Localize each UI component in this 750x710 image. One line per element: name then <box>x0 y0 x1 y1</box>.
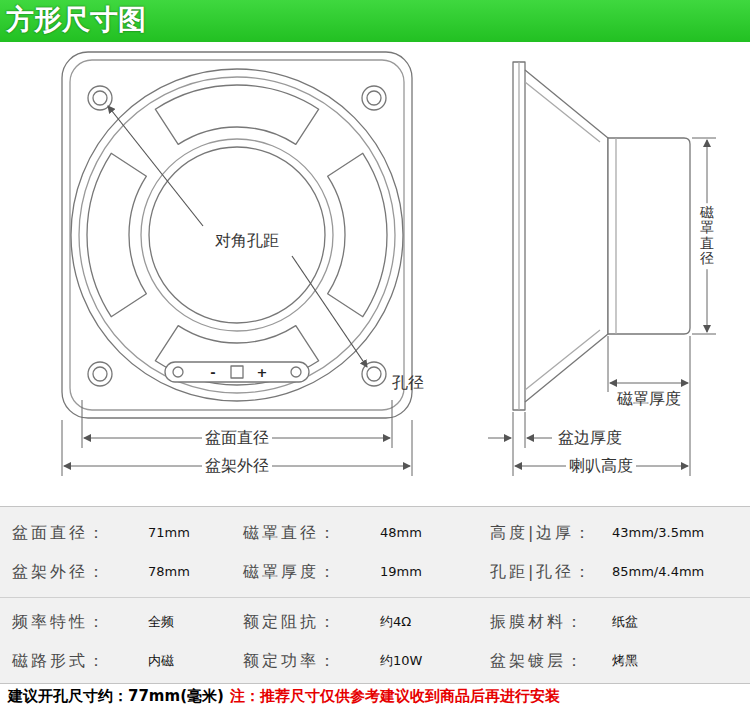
spec-name: 孔距|孔径： <box>490 562 593 581</box>
front-dimension-lines-part <box>412 420 413 476</box>
dimension-label: 孔径 <box>392 373 424 392</box>
side-dimension-lines-part <box>525 412 526 448</box>
side-view <box>513 62 690 410</box>
front-view-part <box>328 153 387 316</box>
dimension-label: 磁罩厚度 <box>617 389 681 408</box>
side-dimension-lines-part <box>692 334 716 335</box>
front-view-part <box>155 85 318 144</box>
front-view-part <box>149 147 325 323</box>
dimension-label: 盆边厚度 <box>558 428 622 447</box>
front-dimension-lines-part <box>392 400 393 448</box>
spec-value: 纸盆 <box>612 614 638 630</box>
spec-value: 48mm <box>380 525 422 541</box>
spec-value: 85mm/4.4mm <box>612 564 704 580</box>
spec-name: 额定功率： <box>243 651 338 670</box>
side-view-part <box>615 138 616 334</box>
front-view-part <box>155 326 318 385</box>
spec-table-ground-part <box>0 506 750 684</box>
dimension-label: 喇叭高度 <box>566 456 636 475</box>
front-dimension-lines-part <box>82 400 83 448</box>
spec-name: 盆架镀层： <box>490 651 585 670</box>
side-view-part <box>525 70 608 402</box>
front-view-part <box>71 69 403 401</box>
front-view-part <box>79 77 395 393</box>
front-view-part <box>141 139 333 331</box>
front-view-part <box>93 367 107 381</box>
side-view-part <box>513 62 525 410</box>
side-dimension-lines-part <box>488 438 511 439</box>
dimension-label: 盆架外径 <box>202 456 272 475</box>
spec-value: 78mm <box>148 564 190 580</box>
spec-name: 盆架外径： <box>12 562 107 581</box>
front-view-part <box>367 91 381 105</box>
spec-name: 频率特性： <box>12 612 107 631</box>
front-dimension-lines-part <box>62 420 63 476</box>
side-dimension-lines-part <box>690 336 691 476</box>
side-dimension-lines-part <box>513 412 514 476</box>
spec-value: 全频 <box>148 614 174 630</box>
header-bar: 方形尺寸图 <box>0 0 750 42</box>
side-view-part <box>608 138 690 334</box>
front-view-part <box>88 362 112 386</box>
spec-name: 振膜材料： <box>490 612 585 631</box>
spec-table-ground-part <box>0 506 750 507</box>
spec-name: 额定阻抗： <box>243 612 338 631</box>
leader-lines <box>108 106 367 367</box>
dimension-label: 磁罩直径 <box>700 203 714 269</box>
spec-table-ground-part <box>0 597 750 598</box>
spec-name: 磁罩直径： <box>243 523 338 542</box>
leader-lines-part <box>292 256 367 367</box>
spec-value: 内磁 <box>148 653 174 669</box>
dimension-label: 盆面直径 <box>202 428 272 447</box>
front-view-part <box>231 366 243 378</box>
front-view-part <box>362 86 386 110</box>
side-dimension-lines-part <box>527 438 552 439</box>
terminal-mark: + <box>256 366 269 379</box>
front-view-part <box>70 60 404 410</box>
spec-value: 71mm <box>148 525 190 541</box>
side-dimension-lines-part <box>610 383 649 384</box>
spec-table-ground-part <box>0 683 750 684</box>
spec-name: 盆面直径： <box>12 523 107 542</box>
dimension-label: 对角孔距 <box>212 231 282 250</box>
front-view-part <box>62 52 412 418</box>
front-dimension-lines <box>62 400 412 476</box>
front-view-part <box>165 362 309 382</box>
spec-name: 磁罩厚度： <box>243 562 338 581</box>
spec-name: 高度|边厚： <box>490 523 593 542</box>
warning-note: 注：推荐尺寸仅供参考建议收到商品后再进行安装 <box>230 687 560 705</box>
front-view <box>62 52 412 418</box>
front-view-part <box>93 91 107 105</box>
front-view-part <box>291 367 301 377</box>
spec-value: 43mm/3.5mm <box>612 525 704 541</box>
spec-value: 烤黑 <box>612 653 638 669</box>
side-view-part <box>518 62 519 410</box>
side-view-part <box>525 82 600 390</box>
front-view-part <box>367 367 381 381</box>
spec-value: 约10W <box>380 653 422 669</box>
spec-value: 约4Ω <box>380 614 411 630</box>
terminal-mark: - <box>209 366 216 379</box>
front-view-part <box>87 153 146 316</box>
side-dimension-lines-part <box>692 138 716 139</box>
front-view-part <box>173 367 183 377</box>
spec-table-ground <box>0 506 750 684</box>
page-title: 方形尺寸图 <box>6 3 146 37</box>
side-dimension-lines-part <box>649 383 688 384</box>
side-dimension-lines <box>488 138 716 476</box>
side-dimension-lines-part <box>608 336 609 392</box>
spec-value: 19mm <box>380 564 422 580</box>
cutout-note: 建议开孔尺寸约：77mm(毫米) <box>8 687 224 705</box>
leader-lines-part <box>108 106 203 226</box>
spec-name: 磁路形式： <box>12 651 107 670</box>
